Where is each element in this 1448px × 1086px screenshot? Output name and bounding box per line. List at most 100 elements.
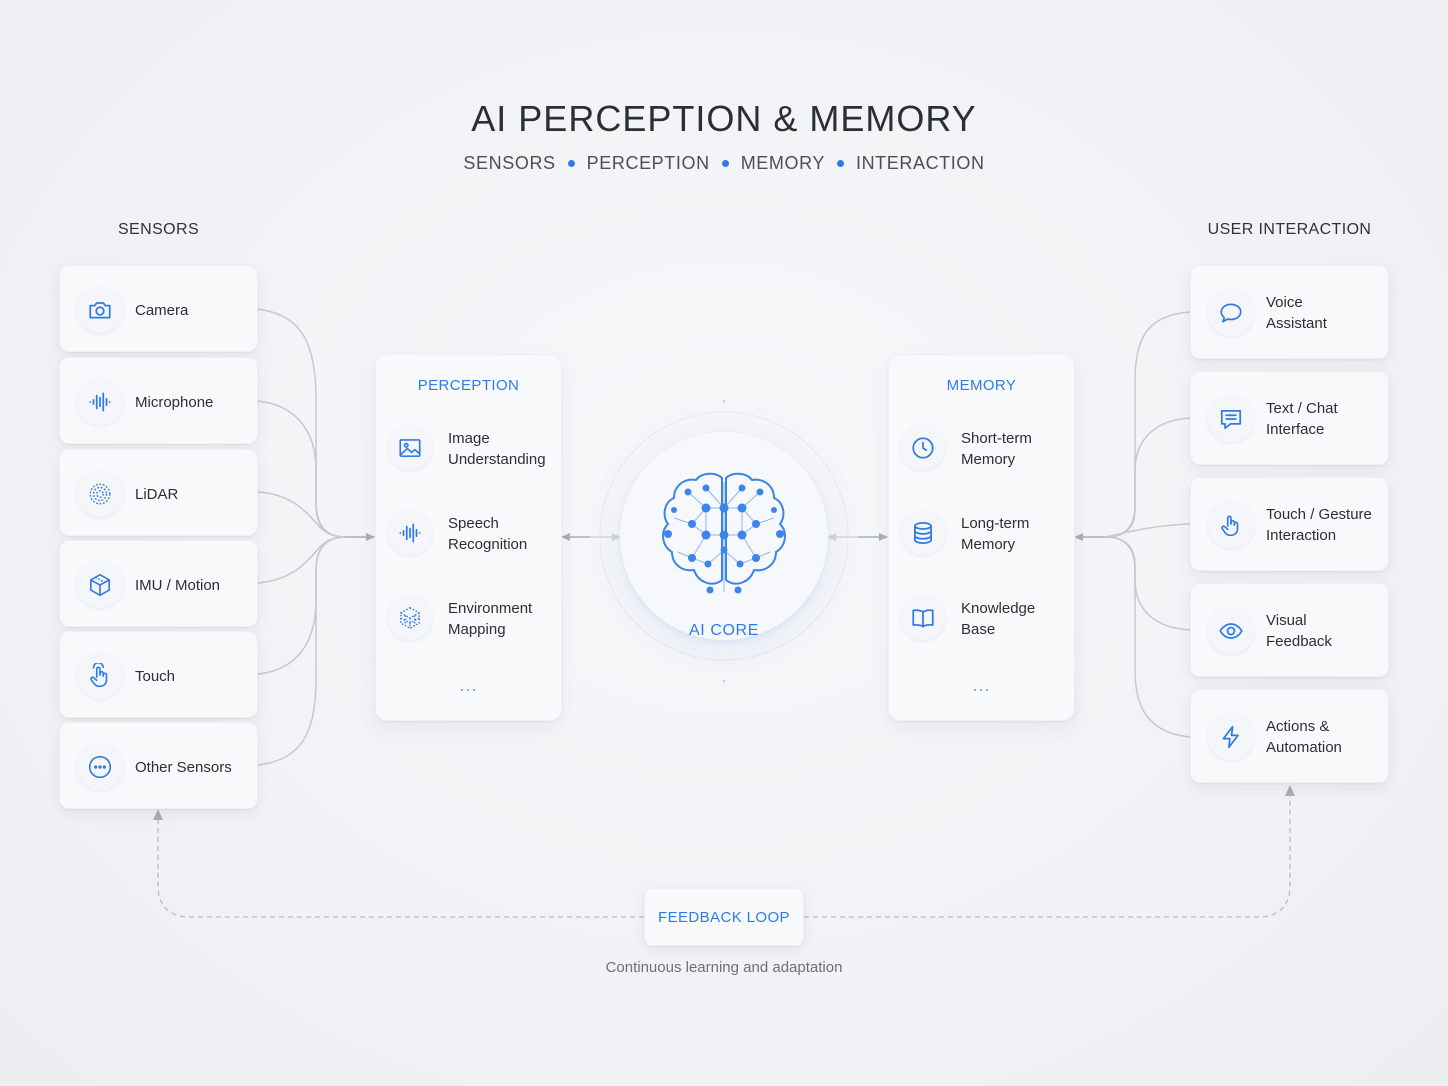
memory-item-line2: Memory [961, 536, 1016, 553]
ui-card-label: Voice Assistant [1266, 292, 1327, 334]
memory-more: ... [972, 675, 991, 695]
ui-label-line2: Assistant [1266, 315, 1327, 332]
chat-bubble-icon [1208, 290, 1254, 336]
sensor-label: Other Sensors [135, 759, 232, 776]
sensor-card-camera[interactable]: Camera [59, 265, 258, 352]
subtitle-separator-dot [567, 160, 575, 167]
feedback-right-path [804, 795, 1291, 918]
ui-label-line1: Voice [1266, 294, 1303, 311]
connector-other [257, 536, 346, 766]
memory-item-line1: Long-term [961, 515, 1030, 532]
memory-item-long-term[interactable]: Long-term Memory [961, 513, 1029, 555]
sensor-label: Camera [135, 302, 189, 319]
ui-card-touch-gesture[interactable]: Touch / Gesture Interaction [1190, 477, 1389, 571]
ui-card-label: Actions & Automation [1266, 716, 1342, 758]
perception-item-image[interactable]: Image Understanding [448, 428, 546, 470]
connector-imu [257, 536, 346, 584]
sound-wave-icon [388, 511, 432, 555]
subtitle: SENSORS PERCEPTION MEMORY INTERACTION [0, 153, 1448, 174]
subtitle-separator-dot [836, 160, 844, 167]
sensor-card-microphone[interactable]: Microphone [59, 357, 258, 444]
feedback-arrow-right [1285, 785, 1295, 796]
perception-panel: PERCEPTION Image Understanding Speech Re… [375, 354, 562, 721]
ui-card-label: Touch / Gesture Interaction [1266, 504, 1372, 546]
perception-title: PERCEPTION [417, 377, 520, 394]
perception-item-environment[interactable]: Environment Mapping [448, 598, 532, 640]
ui-card-label: Text / Chat Interface [1266, 398, 1338, 440]
database-icon [901, 511, 945, 555]
sensor-label: IMU / Motion [135, 577, 221, 594]
memory-panel: MEMORY Short-term Memory Long-term Memor… [888, 354, 1075, 721]
sensor-card-other[interactable]: Other Sensors [59, 722, 258, 809]
connector-lidar [257, 491, 346, 538]
memory-item-line1: Short-term [961, 430, 1032, 447]
brain-network-icon [662, 472, 786, 594]
perception-more: ... [459, 675, 478, 695]
perception-item-line2: Mapping [448, 621, 506, 638]
cube-icon [77, 562, 123, 608]
memory-item-knowledge[interactable]: Knowledge Base [961, 598, 1035, 640]
user-interaction-heading: USER INTERACTION [1207, 221, 1372, 238]
connector-microphone [257, 400, 346, 538]
image-icon [388, 426, 432, 470]
feedback-left-path [157, 820, 644, 918]
sensor-label: Touch [135, 668, 176, 685]
perception-item-line2: Understanding [448, 451, 546, 468]
connector-actions [1105, 536, 1191, 738]
ui-label-line1: Touch / Gesture [1266, 506, 1372, 523]
connector-voice [1105, 311, 1191, 538]
hand-pointer-icon [77, 653, 123, 699]
feedback-arrow-left [153, 809, 163, 820]
message-lines-icon [1208, 396, 1254, 442]
ui-label-line2: Automation [1266, 739, 1342, 756]
camera-icon [77, 287, 123, 333]
page-title: AI PERCEPTION & MEMORY [471, 98, 977, 139]
more-circle-icon [77, 744, 123, 790]
ui-card-visual-feedback[interactable]: Visual Feedback [1190, 583, 1389, 677]
subtitle-separator-dot [721, 160, 729, 167]
perception-item-line1: Speech [448, 515, 499, 532]
sensor-label: LiDAR [135, 486, 179, 503]
sound-wave-icon [77, 379, 123, 425]
ui-label-line1: Text / Chat [1266, 400, 1338, 417]
lightning-icon [1208, 714, 1254, 760]
ui-card-voice[interactable]: Voice Assistant [1190, 265, 1389, 359]
connector-touch [257, 536, 346, 675]
ui-card-label: Visual Feedback [1266, 610, 1332, 652]
ai-core-label: AI CORE [689, 622, 759, 639]
point-cloud-icon [388, 596, 432, 640]
memory-item-short-term[interactable]: Short-term Memory [961, 428, 1032, 470]
ui-card-actions[interactable]: Actions & Automation [1190, 689, 1389, 783]
eye-icon [1208, 608, 1254, 654]
subtitle-sensors: SENSORS [463, 153, 556, 173]
perception-item-speech[interactable]: Speech Recognition [448, 513, 527, 555]
sensor-card-lidar[interactable]: LiDAR [59, 449, 258, 536]
ui-card-text-chat[interactable]: Text / Chat Interface [1190, 371, 1389, 465]
perception-item-line1: Image [448, 430, 490, 447]
perception-item-line2: Recognition [448, 536, 528, 553]
memory-title: MEMORY [946, 377, 1017, 394]
connector-touch-gesture [1105, 523, 1191, 538]
ui-label-line2: Interface [1266, 421, 1325, 438]
sensor-card-imu[interactable]: IMU / Motion [59, 540, 258, 627]
subtitle-memory: MEMORY [740, 153, 825, 173]
connector-text [1105, 417, 1191, 538]
subtitle-interaction: INTERACTION [855, 153, 985, 173]
hand-pointer-icon [1208, 502, 1254, 548]
subtitle-perception: PERCEPTION [586, 153, 710, 173]
memory-item-line2: Memory [961, 451, 1016, 468]
ui-label-line2: Feedback [1266, 633, 1332, 650]
lidar-icon [77, 471, 123, 517]
ui-label-line2: Interaction [1266, 527, 1337, 544]
perception-item-line1: Environment [448, 600, 533, 617]
ui-label-line1: Visual [1266, 612, 1307, 629]
feedback-caption: Continuous learning and adaptation [605, 959, 843, 976]
feedback-loop-box[interactable]: FEEDBACK LOOP [644, 888, 804, 946]
clock-icon [901, 426, 945, 470]
memory-item-line1: Knowledge [961, 600, 1036, 617]
sensor-card-touch[interactable]: Touch [59, 631, 258, 718]
connector-visual [1105, 536, 1191, 631]
sensor-label: Microphone [135, 394, 214, 411]
book-icon [901, 596, 945, 640]
